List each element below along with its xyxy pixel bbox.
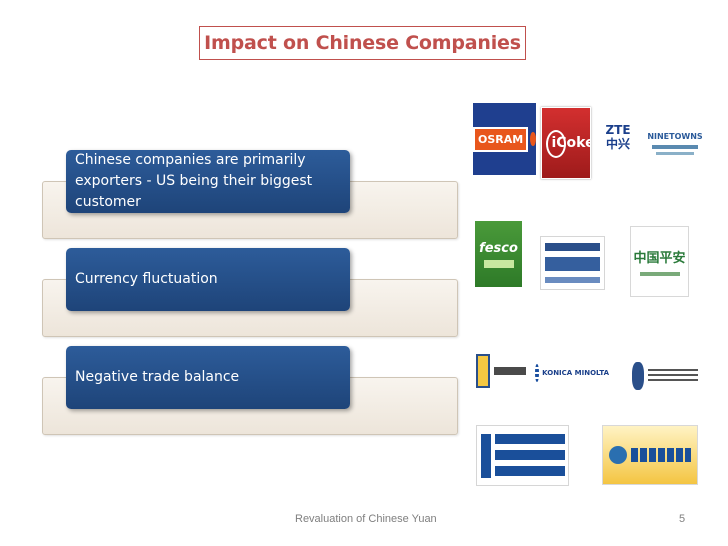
yellow-org-emblem-icon xyxy=(609,446,627,464)
overnight-mid-bar-icon xyxy=(545,257,600,271)
chinese-org-logo-2 xyxy=(627,355,703,397)
footer-text: Revaluation of Chinese Yuan xyxy=(295,513,437,525)
card-trade-text: Negative trade balance xyxy=(75,369,240,385)
overnight-logo xyxy=(540,236,605,290)
ninetowns-logo: NINETOWNS xyxy=(646,120,704,166)
yellow-org-text-icon xyxy=(631,448,691,462)
slide-title-box: Impact on Chinese Companies xyxy=(199,26,526,60)
academy-emblem-icon xyxy=(480,433,491,478)
pingan-logo: 中国平安 xyxy=(630,226,689,297)
fesco-logo: fesco xyxy=(475,221,522,287)
zte-logo: ZTE中兴 xyxy=(598,110,638,164)
fesco-chinese-icon xyxy=(483,259,514,268)
yellow-org-logo xyxy=(602,425,698,485)
card-exporters-text: Chinese companies are primarily exporter… xyxy=(75,152,313,210)
ninetowns-subtitle-icon-2 xyxy=(656,151,694,155)
overnight-top-bar-icon xyxy=(545,243,600,251)
card-currency-fluctuation: Currency fluctuation xyxy=(66,248,350,311)
org2-emblem-icon xyxy=(632,362,644,390)
overnight-bottom-bar-icon xyxy=(545,277,600,283)
card-trade-balance: Negative trade balance xyxy=(66,346,350,409)
osram-logo: OSRAM xyxy=(473,103,536,175)
org2-text-icon xyxy=(648,369,698,383)
icoke-logo: iCoke xyxy=(541,107,591,179)
card-currency-text: Currency fluctuation xyxy=(75,271,218,287)
konica-globe-icon xyxy=(535,364,540,382)
academy-text-icon xyxy=(494,433,565,478)
academy-logo xyxy=(476,425,569,486)
chinese-org-logo-1 xyxy=(472,351,529,391)
card-exporters: Chinese companies are primarily exporter… xyxy=(66,150,350,213)
pingan-subtitle-icon xyxy=(639,272,680,276)
slide-title: Impact on Chinese Companies xyxy=(204,32,521,54)
konica-minolta-logo: KONICA MINOLTA xyxy=(535,355,609,391)
org1-emblem-icon xyxy=(475,354,490,388)
ninetowns-subtitle-icon xyxy=(652,144,698,149)
osram-mark-icon xyxy=(530,132,536,146)
org1-text-icon xyxy=(493,367,526,375)
page-number: 5 xyxy=(679,513,686,525)
icoke-circle-icon xyxy=(546,130,566,158)
